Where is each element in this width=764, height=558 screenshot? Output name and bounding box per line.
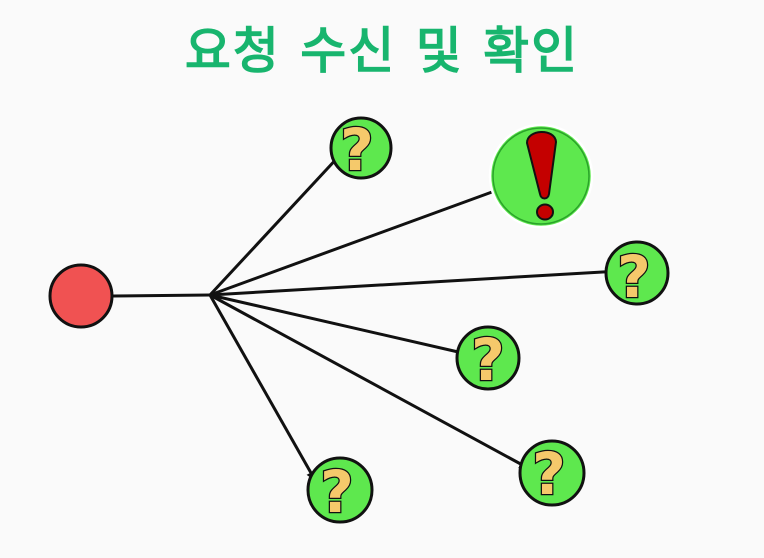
source-node bbox=[48, 263, 114, 329]
acknowledged-node bbox=[488, 123, 594, 229]
receiver-node-1: ? bbox=[329, 115, 393, 185]
source-edge bbox=[112, 293, 211, 298]
question-mark-icon: ? bbox=[617, 243, 651, 311]
edge-to-acknowledged bbox=[209, 190, 493, 297]
edge-to-receiver-4 bbox=[209, 293, 529, 470]
edge-to-receiver-1 bbox=[208, 153, 342, 297]
diagram-title: 요청 수신 및 확인 bbox=[184, 22, 580, 80]
question-mark-icon: ? bbox=[471, 326, 505, 394]
edges bbox=[112, 153, 621, 481]
edge-to-receiver-5 bbox=[208, 294, 317, 481]
exclamation-dot bbox=[536, 203, 554, 221]
receiver-circle bbox=[329, 116, 393, 180]
receiver-node-2: ? bbox=[604, 240, 670, 312]
question-mark-icon: ? bbox=[532, 440, 566, 508]
receiver-circle bbox=[604, 240, 670, 306]
question-mark-icon: ? bbox=[320, 458, 354, 526]
receiver-node-4: ? bbox=[518, 439, 586, 509]
acknowledged-circle-ring bbox=[492, 127, 590, 225]
receiver-circle bbox=[306, 456, 374, 524]
receiver-node-5: ? bbox=[306, 456, 374, 527]
question-mark-icon: ? bbox=[340, 116, 374, 184]
edge-to-receiver-3 bbox=[209, 293, 468, 357]
receiver-circle bbox=[455, 325, 521, 391]
receiver-circle bbox=[518, 439, 586, 507]
exclamation-mark-icon bbox=[525, 131, 558, 200]
edge-to-receiver-2 bbox=[209, 266, 621, 297]
receiver-node-3: ? bbox=[455, 325, 521, 395]
